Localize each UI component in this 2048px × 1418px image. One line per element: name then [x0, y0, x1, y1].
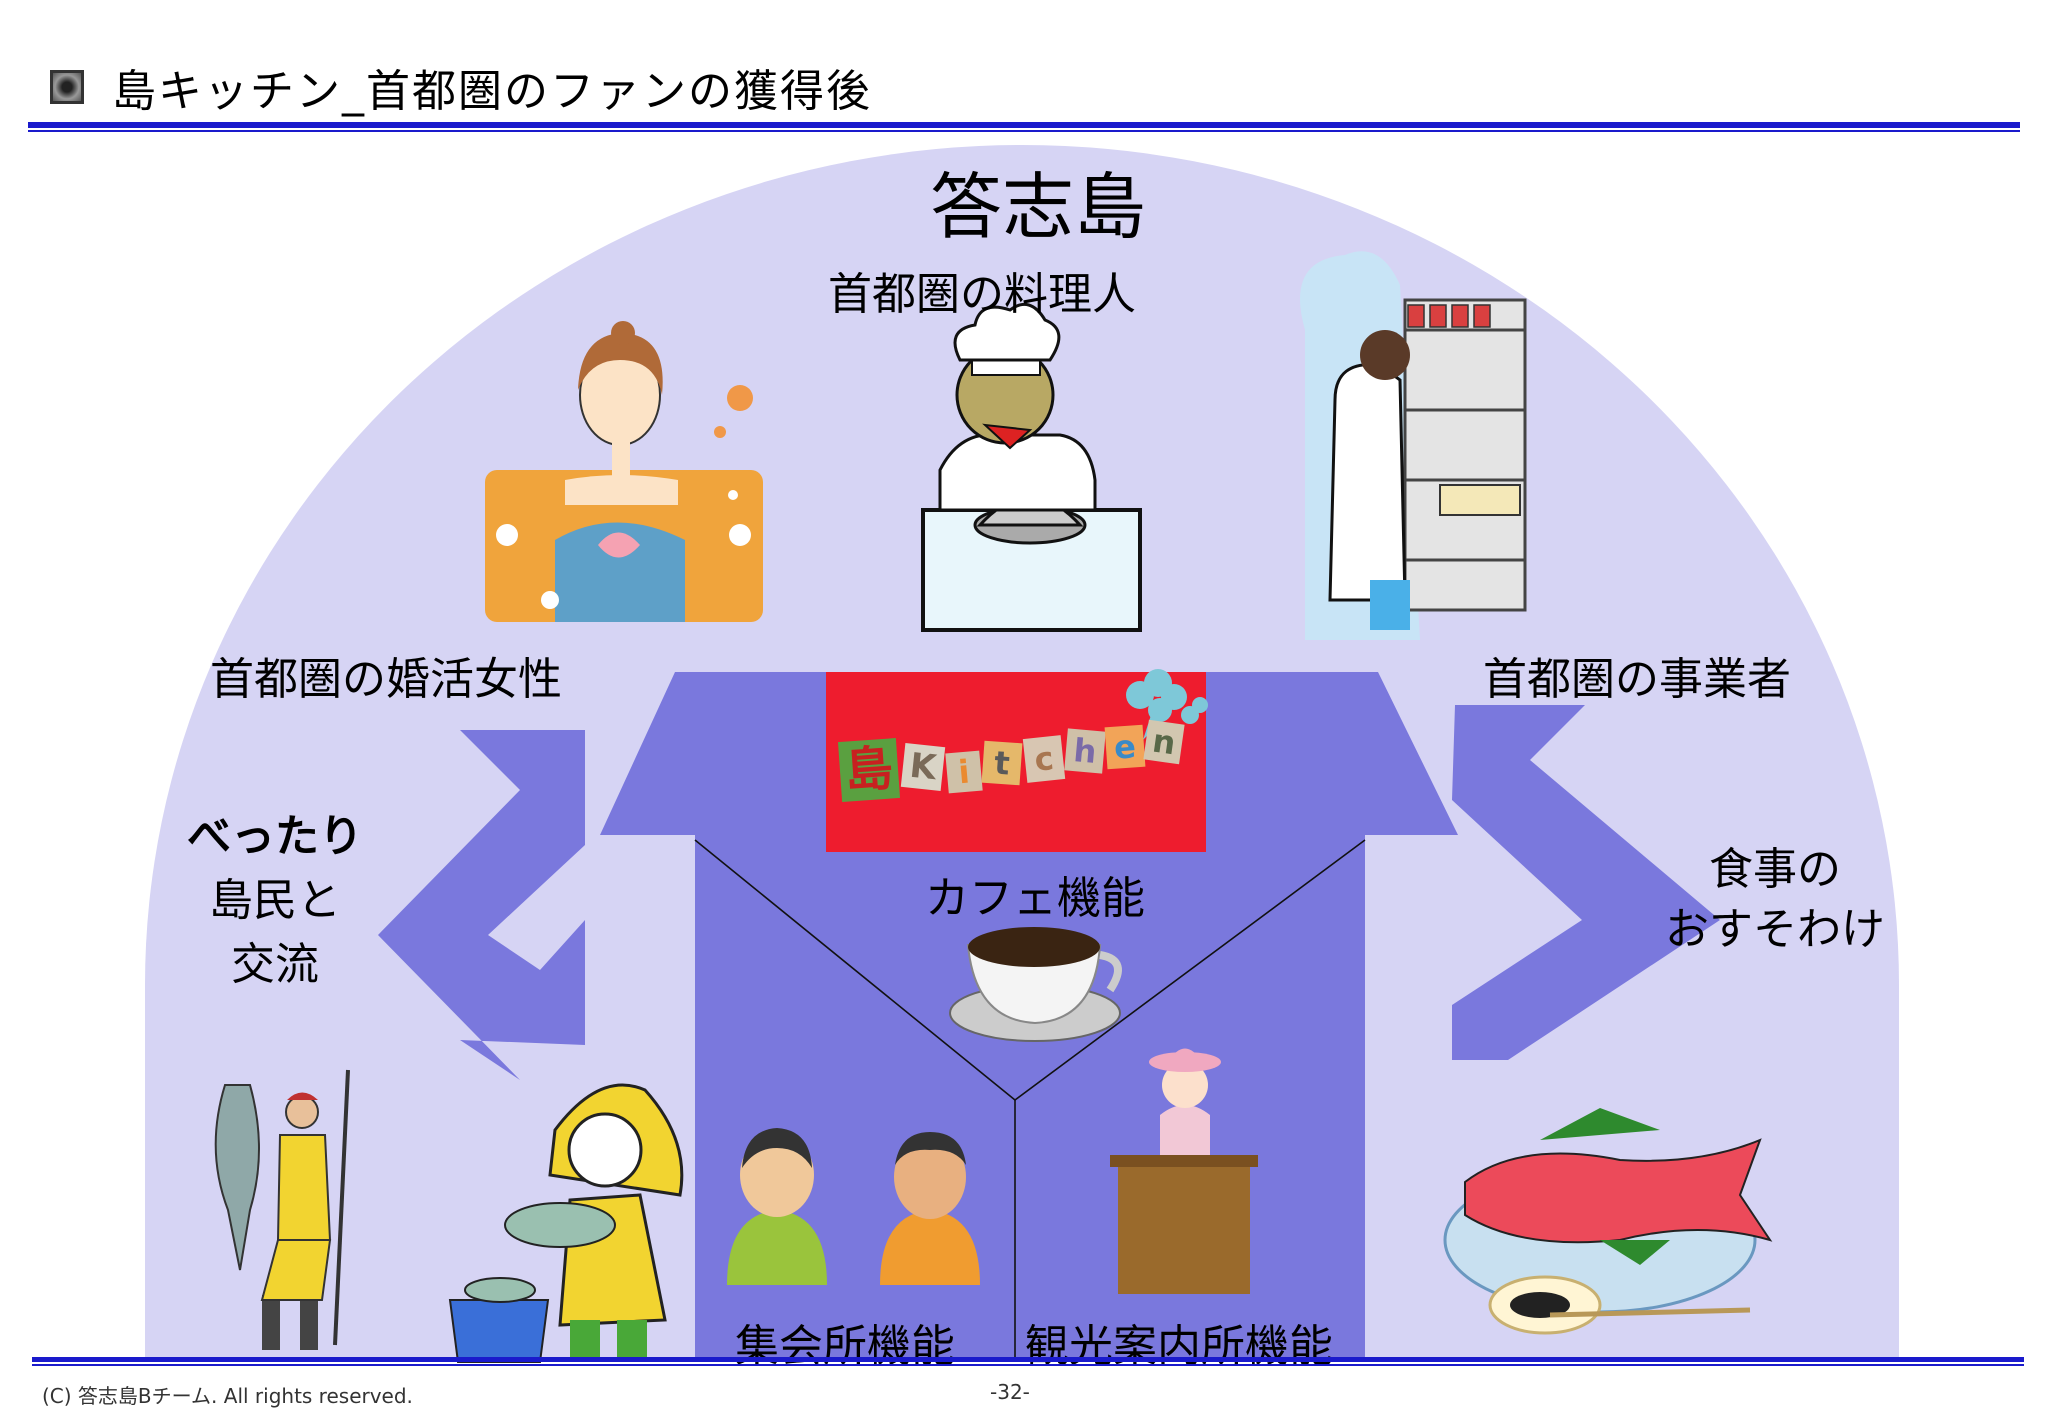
right-share-arrow-icon: [1452, 705, 1720, 1060]
yellow-fisherman-illustration: [448, 1083, 684, 1363]
caption-line: 食事の: [1709, 844, 1841, 895]
business-label: 首都圏の事業者: [1483, 654, 1791, 705]
copyright: (C) 答志島Bチーム. All rights reserved.: [42, 1384, 413, 1408]
sea-bream-dish-illustration: [1443, 1108, 1773, 1335]
chef-illustration: [921, 302, 1142, 632]
header-rule-thin: [28, 130, 2020, 132]
meeting-label: 集会所機能: [735, 1321, 955, 1372]
chef-label: 首都圏の料理人: [828, 269, 1136, 320]
coffee-cup-icon: [949, 927, 1122, 1042]
logo-letter: c: [1022, 735, 1066, 783]
right-arrow-caption: 食事の おすそわけ: [1640, 840, 1910, 960]
caption-line: 島民と: [209, 875, 341, 926]
left-arrow-caption: べったり 島民と 交流: [180, 805, 370, 997]
caption-line: べったり: [187, 811, 363, 862]
logo-letter: e: [1104, 724, 1146, 770]
footer-rule: [32, 1357, 2024, 1362]
konkatsu-woman-illustration: [485, 321, 763, 622]
tourist-guide-illustration: [1110, 1048, 1258, 1294]
logo-letters: 島 K i t c h e n: [837, 719, 1185, 830]
business-person-illustration: [1300, 251, 1527, 640]
logo-letter: K: [900, 743, 946, 791]
page-number: -32-: [990, 1380, 1030, 1404]
logo-letter: t: [981, 740, 1023, 786]
meeting-people-icon: [727, 1128, 980, 1285]
caption-line: 交流: [231, 939, 319, 990]
footer-rule-thin: [32, 1364, 2024, 1366]
slide-header: 島キッチン_首都圏のファンの獲得後: [50, 52, 872, 122]
slide-title: 島キッチン_首都圏のファンの獲得後: [112, 66, 872, 117]
tourist-info-label: 観光案内所機能: [1025, 1321, 1333, 1372]
logo-kanji: 島: [837, 738, 901, 802]
flower-icon: [714, 385, 753, 438]
caption-line: おすそわけ: [1665, 904, 1885, 955]
logo-letter: n: [1143, 719, 1185, 765]
cafe-label: カフェ機能: [925, 873, 1145, 924]
header-rule: [28, 122, 2020, 128]
square-bullet-icon: [50, 70, 84, 104]
island-name: 答志島: [930, 165, 1147, 249]
left-exchange-arrow-icon: [378, 730, 585, 1080]
logo-letter: h: [1064, 728, 1106, 774]
fisherman-illustration: [214, 1069, 350, 1350]
konkatsu-label: 首都圏の婚活女性: [210, 654, 562, 705]
house-divider-lines: [694, 839, 1366, 1360]
logo-letter: i: [945, 750, 983, 794]
